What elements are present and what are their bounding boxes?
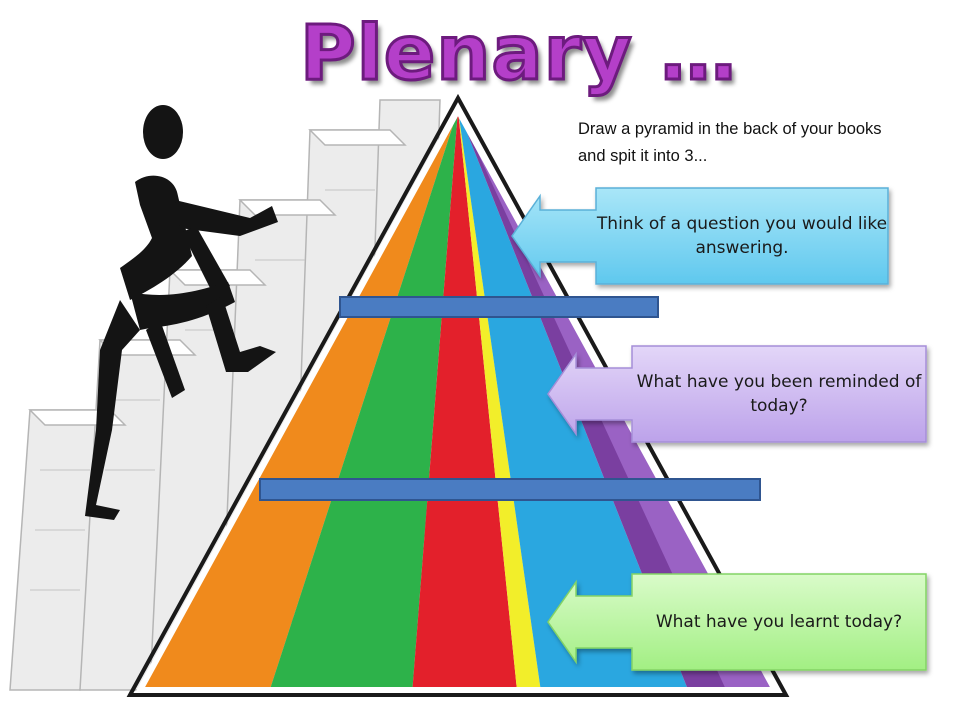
callout-arrow-3: [547, 573, 927, 671]
divider-bar-top: [339, 296, 659, 318]
callout-text-learnt: What have you learnt today?: [655, 612, 903, 632]
callout-arrow-1: [511, 187, 889, 285]
instruction-text: Draw a pyramid in the back of your books…: [578, 120, 882, 165]
callout-text-reminded: What have you been reminded of today?: [636, 372, 922, 416]
stick-figure-climbing-icon: [85, 105, 278, 520]
slide-title: Plenary …: [299, 7, 738, 99]
callout-text-question: Think of a question you would like answe…: [596, 214, 888, 258]
divider-bar-bottom: [259, 478, 761, 501]
callout-arrow-2: [547, 345, 927, 443]
